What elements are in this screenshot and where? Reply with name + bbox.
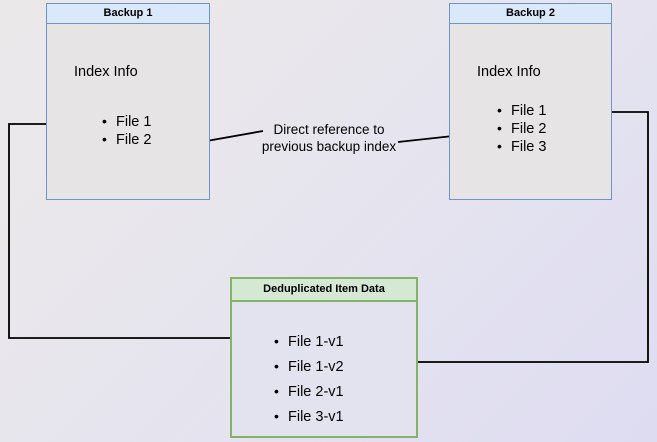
backup-2-box[interactable]: Backup 2 Index Info File 1 File 2 File 3 [449,3,612,200]
backup-2-title: Backup 2 [506,7,555,19]
backup-1-file-list: File 1 File 2 [102,112,151,149]
dedup-title: Deduplicated Item Data [263,283,385,295]
backup-1-title: Backup 1 [103,7,153,19]
dedup-box[interactable]: Deduplicated Item Data File 1-v1 File 1-… [230,277,418,438]
list-item: File 3 [497,137,546,156]
direct-reference-note: Direct reference to previous backup inde… [248,121,410,155]
list-item: File 1-v2 [274,354,344,380]
dedup-body: File 1-v1 File 1-v2 File 2-v1 File 3-v1 [232,302,416,436]
backup-1-box[interactable]: Backup 1 Index Info File 1 File 2 [46,3,210,200]
list-item: File 3-v1 [274,404,344,430]
dedup-file-list: File 1-v1 File 1-v2 File 2-v1 File 3-v1 [274,329,344,430]
backup-1-index-label: Index Info [74,64,138,80]
backup-2-body: Index Info File 1 File 2 File 3 [450,24,611,199]
backup-1-header: Backup 1 [47,4,209,24]
list-item: File 2 [102,130,151,149]
direct-reference-note-line-2: previous backup index [261,139,397,154]
backup-2-file-list: File 1 File 2 File 3 [497,101,546,156]
backup-2-header: Backup 2 [450,4,611,24]
backup-2-index-label: Index Info [477,64,541,80]
direct-reference-note-line-1: Direct reference to [273,122,385,137]
list-item: File 2 [497,119,546,138]
list-item: File 1 [102,112,151,131]
dedup-header: Deduplicated Item Data [232,279,416,302]
list-item: File 2-v1 [274,379,344,405]
list-item: File 1-v1 [274,329,344,355]
list-item: File 1 [497,101,546,120]
backup-1-body: Index Info File 1 File 2 [47,24,209,199]
